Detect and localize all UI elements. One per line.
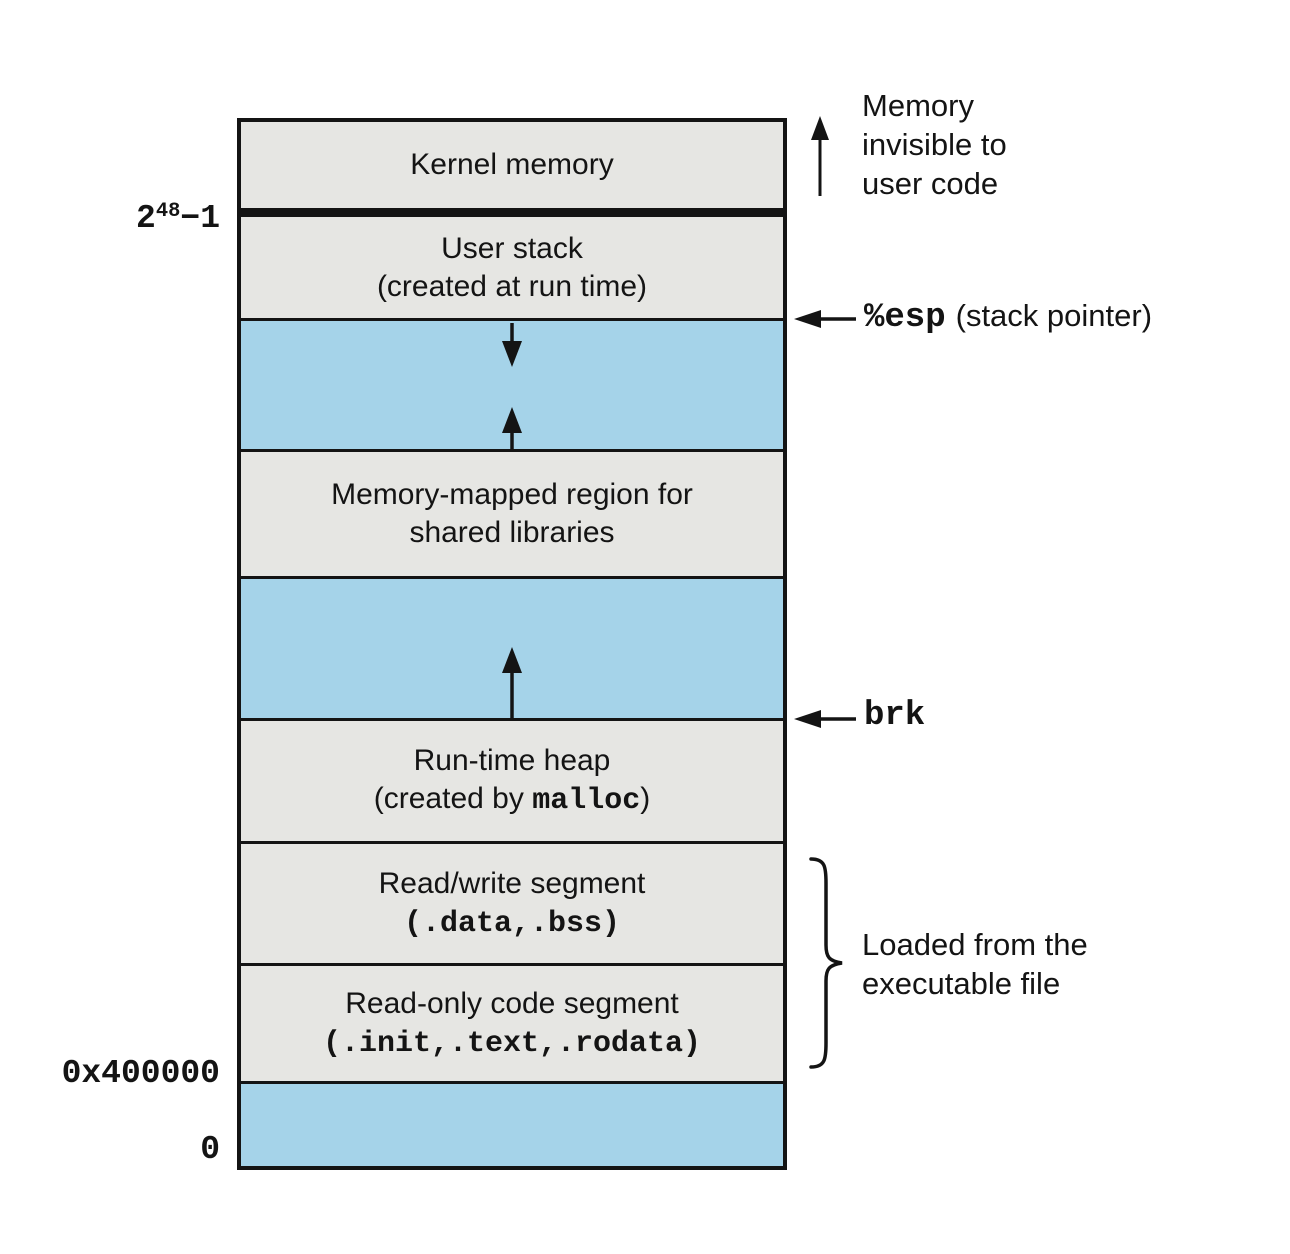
kernel-user-divider xyxy=(241,208,783,217)
read-only-sections-code: (.init,.text,.rodata) xyxy=(322,1026,702,1061)
memory-mapped-label: Memory-mapped region for shared librarie… xyxy=(331,478,693,549)
memory-invisible-up-arrow xyxy=(811,116,829,196)
region-unmapped-bottom xyxy=(241,1084,783,1166)
heap-label-line2-prefix: (created by xyxy=(373,782,524,815)
segment-user-stack: User stack (created at run time) xyxy=(241,217,783,321)
brk-label: brk xyxy=(864,698,925,734)
segment-runtime-heap: Run-time heap (created by malloc) xyxy=(241,721,783,844)
max-address-exponent: 48 xyxy=(155,199,181,223)
runtime-heap-label: Run-time heap (created by malloc) xyxy=(374,742,650,820)
segment-read-only-code: Read-only code segment (.init,.text,.rod… xyxy=(241,966,783,1084)
address-label-code-base: 0x400000 xyxy=(61,1055,220,1092)
mmap-grows-up-arrow xyxy=(502,407,522,452)
read-write-sections-code: (.data,.bss) xyxy=(403,906,621,941)
read-only-label: Read-only code segment (.init,.text,.rod… xyxy=(323,985,701,1063)
max-address-base: 2 xyxy=(136,200,156,237)
max-address-rest: −1 xyxy=(180,200,220,237)
stack-pointer-arrow xyxy=(794,310,856,328)
memory-invisible-note: Memory invisible to user code xyxy=(862,88,1007,201)
loaded-from-note: Loaded from the executable file xyxy=(862,927,1088,1001)
read-only-line1: Read-only code segment xyxy=(345,986,679,1020)
stack-pointer-label: %esp (stack pointer) xyxy=(864,298,1152,336)
address-label-max: 248−1 xyxy=(20,199,220,243)
kernel-memory-label: Kernel memory xyxy=(410,148,614,181)
brk-arrow xyxy=(794,710,856,728)
segment-read-write: Read/write segment (.data,.bss) xyxy=(241,844,783,966)
heap-label-line2-suffix: ) xyxy=(640,782,651,815)
segment-kernel-memory: Kernel memory xyxy=(241,122,783,208)
esp-register-code: %esp xyxy=(864,299,946,337)
read-write-line1: Read/write segment xyxy=(378,866,646,900)
brk-pointer-code: brk xyxy=(864,697,926,735)
memory-box: Kernel memory User stack (created at run… xyxy=(237,118,787,1170)
address-label-zero: 0 xyxy=(200,1131,220,1168)
user-stack-label: User stack (created at run time) xyxy=(376,231,648,303)
heap-grows-up-arrow xyxy=(502,647,522,721)
stack-grows-down-arrow xyxy=(502,323,522,367)
read-write-label: Read/write segment (.data,.bss) xyxy=(379,865,646,943)
loaded-from-brace xyxy=(809,857,843,1069)
segment-memory-mapped-region: Memory-mapped region for shared librarie… xyxy=(241,452,783,579)
heap-label-malloc-code: malloc xyxy=(532,784,641,818)
heap-label-line1: Run-time heap xyxy=(413,744,611,777)
stack-pointer-text: (stack pointer) xyxy=(955,298,1153,333)
